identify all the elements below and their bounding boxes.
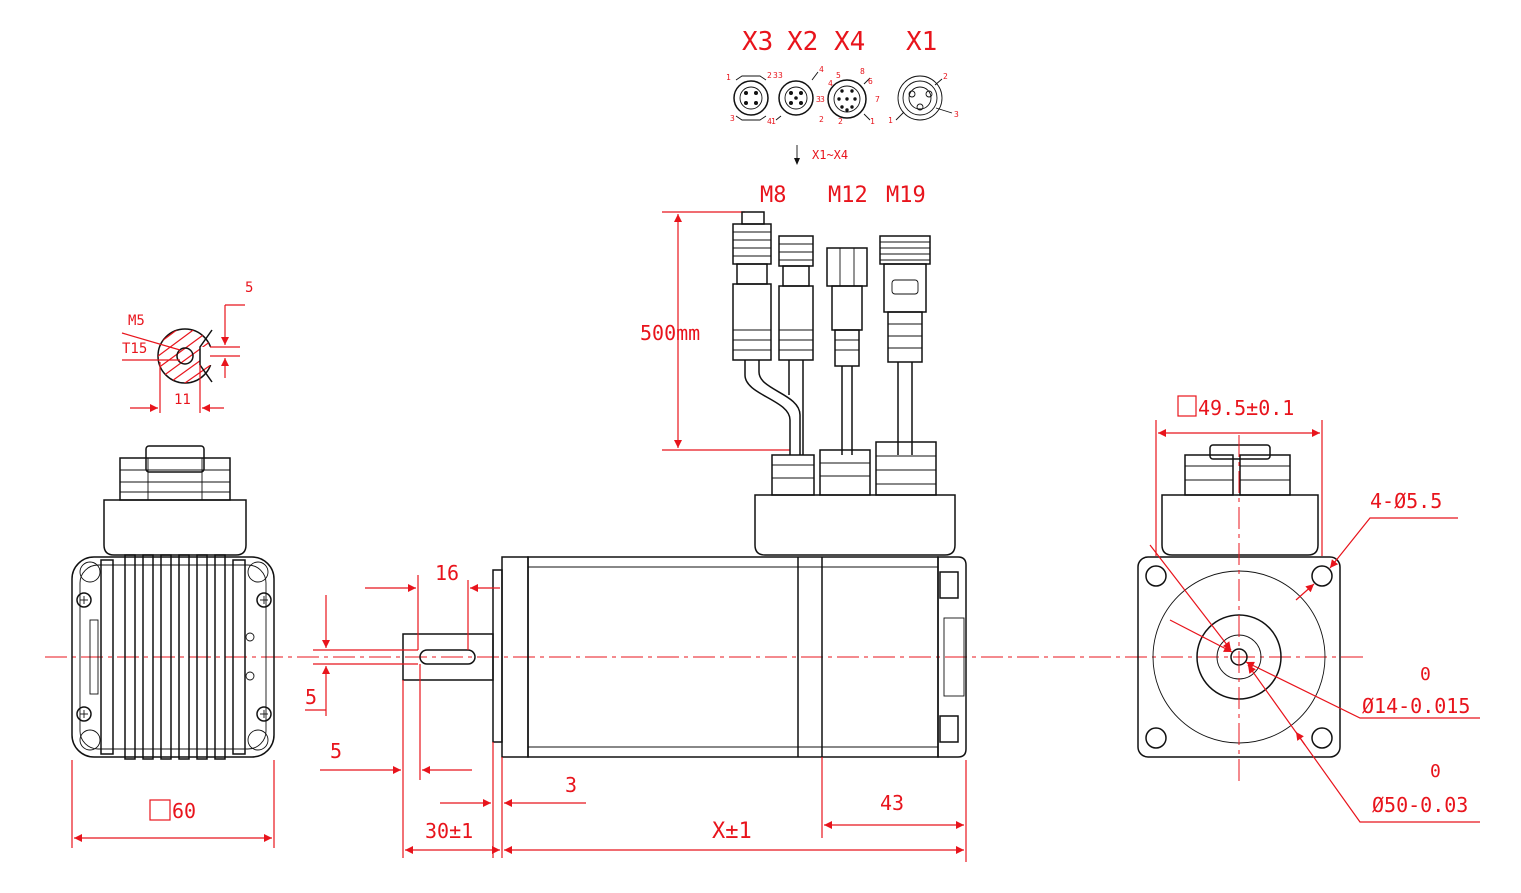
key-width-label: 5: [305, 685, 317, 709]
x4-pin: 5: [836, 71, 841, 80]
x2-pin: 2: [819, 115, 824, 124]
thread-size-m19: M19: [886, 183, 926, 208]
x4-pin: 4: [828, 79, 833, 88]
shaft-tol-upper-label: 0: [1420, 664, 1431, 685]
rear-view: 60: [71, 445, 275, 848]
x4-connector-face-icon: [827, 77, 871, 121]
cable-length-label: 500mm: [640, 321, 700, 345]
arrow-note: X1~X4: [812, 148, 848, 162]
thread-size-m12: M12: [828, 183, 868, 208]
key-length-label: 16: [435, 561, 459, 585]
x3-connector-face-icon: [733, 75, 769, 121]
section-flat-label: 11: [174, 392, 191, 408]
m8-connector-b: [778, 235, 814, 455]
pilot-tol-upper-label: 0: [1430, 761, 1441, 782]
rear-length-label: 43: [880, 791, 904, 815]
m19-connector: [879, 235, 931, 455]
x4-pin: 2: [838, 117, 843, 126]
thread-size-m8: M8: [760, 183, 787, 208]
label-x4: X4: [834, 27, 865, 57]
key-offset-label: 5: [330, 739, 342, 763]
x4-pin: 6: [868, 77, 873, 86]
x3-pin: 3: [773, 71, 778, 80]
x3-pin: 2: [767, 71, 772, 80]
side-view: 16 5 5 3 30±1 X±1 43: [305, 441, 967, 862]
section-thread-label: M5: [128, 313, 145, 329]
body-length-label: X±1: [712, 819, 752, 844]
flange-thickness-label: 3: [565, 773, 577, 797]
shaft-section-detail: M5 T15 5 11: [121, 280, 253, 413]
shaft-length-label: 30±1: [425, 819, 473, 843]
m8-connector-a: [732, 211, 801, 455]
x3-pin: 3: [730, 114, 735, 123]
x1-pin: 1: [888, 116, 893, 125]
label-x1: X1: [906, 27, 937, 57]
frame-size-label: 60: [172, 799, 196, 823]
x3-pin: 4: [767, 117, 772, 126]
section-depth-label: T15: [122, 341, 147, 357]
m12-connector: [826, 247, 868, 455]
section-key-depth-label: 5: [245, 280, 253, 296]
shaft-diameter-label: Ø14-0.015: [1362, 694, 1470, 718]
x4-pin: 1: [870, 117, 875, 126]
x4-pin: 3: [820, 95, 825, 104]
mount-holes-label: 4-Ø5.5: [1370, 489, 1442, 513]
x2-pin: 1: [771, 117, 776, 126]
label-x2: X2: [787, 27, 818, 57]
pilot-diameter-label: Ø50-0.03: [1372, 793, 1468, 817]
x4-pin: 7: [875, 95, 880, 104]
bolt-circle-label: 49.5±0.1: [1198, 396, 1294, 420]
x1-pin: 3: [954, 110, 959, 119]
x2-pin: 4: [819, 65, 824, 74]
x2-connector-face-icon: [775, 71, 819, 121]
x2-pin: 3: [778, 71, 783, 80]
connector-pinouts: X3 X2 X4 X1 1 2 3 3 4: [726, 27, 959, 208]
x4-pin: 8: [860, 67, 865, 76]
x1-connector-face-icon: [895, 75, 953, 121]
x3-pin: 1: [726, 73, 731, 82]
x2-pin: 3: [816, 95, 821, 104]
cable-connectors: 500mm: [640, 211, 931, 455]
front-view: 49.5±0.1 4-Ø5.5 0 Ø14-0.015 0 Ø50-0.03: [1137, 395, 1480, 823]
x1-pin: 2: [943, 72, 948, 81]
label-x3: X3: [742, 27, 773, 57]
